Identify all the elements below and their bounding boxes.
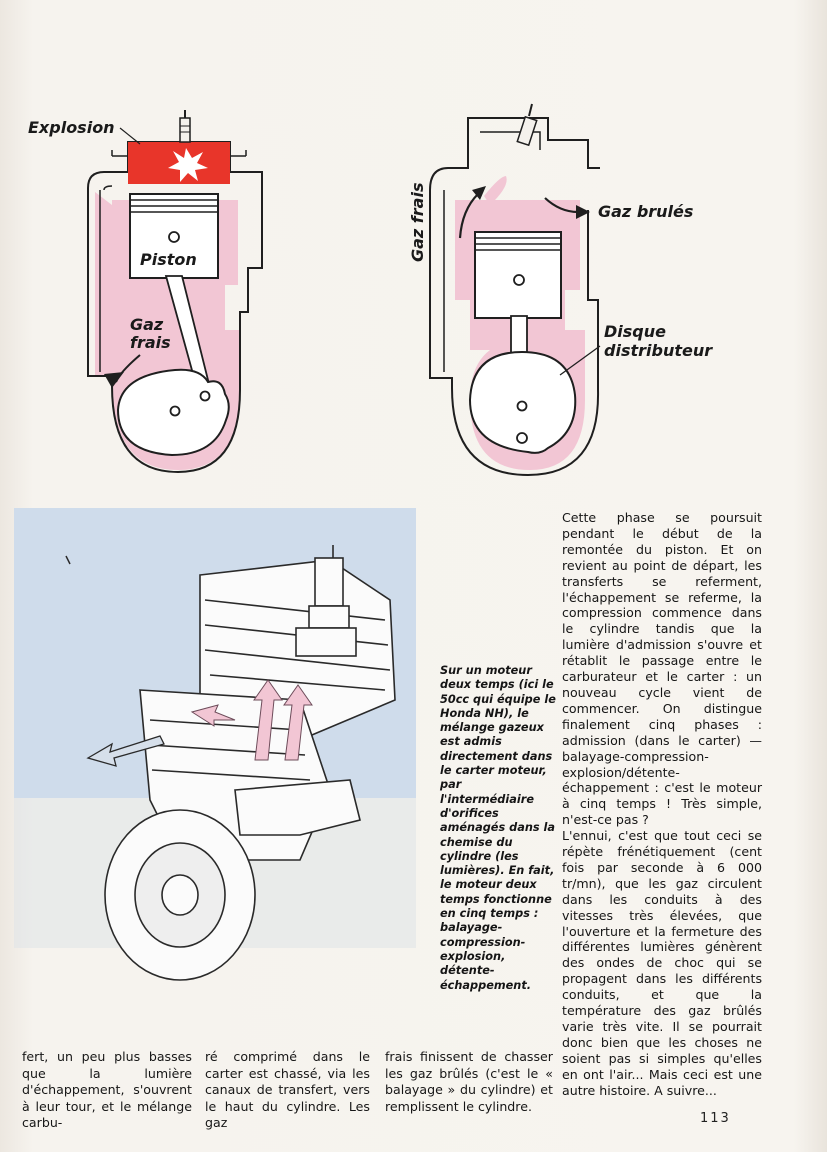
mark-tick — [66, 556, 70, 564]
right-text-column: Cette phase se poursuit pendant le début… — [562, 510, 762, 1099]
bottom-text-column-3: frais finissent de chasser les gaz brûlé… — [385, 1049, 553, 1115]
bottom-text-column-1: fert, un peu plus basses que la lumière … — [22, 1049, 192, 1132]
paragraph: L'ennui, c'est que tout ceci se répète f… — [562, 828, 762, 1098]
bottom-text-column-2: ré comprimé dans le carter est chassé, v… — [205, 1049, 370, 1132]
page-number: 113 — [700, 1111, 731, 1126]
paragraph: Cette phase se poursuit pendant le début… — [562, 510, 762, 828]
intake-manifold — [235, 780, 360, 835]
illustration-caption: Sur un moteur deux temps (ici le 50cc qu… — [440, 664, 556, 993]
